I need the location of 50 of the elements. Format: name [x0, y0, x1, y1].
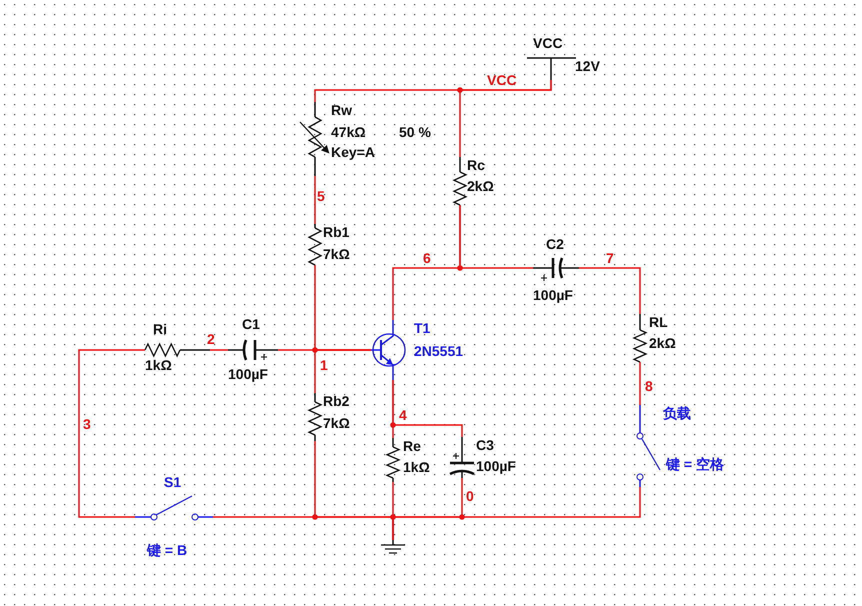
wire [459, 80, 552, 157]
node-number: 6 [423, 250, 431, 266]
wire [392, 487, 641, 540]
capacitance-value: 100µF [533, 287, 573, 303]
wire [314, 349, 371, 393]
resistance-value: 47kΩ [331, 124, 366, 140]
component-label: S1 [164, 474, 182, 490]
component-label: T1 [414, 320, 430, 336]
node-number: 1 [320, 357, 328, 373]
wire [314, 176, 316, 224]
resistance-value: 2kΩ [467, 178, 494, 194]
component-label: Rb1 [323, 224, 350, 240]
capacitance-value: 100µF [476, 458, 516, 474]
node-number: 5 [317, 188, 325, 204]
component-label: Rw [331, 102, 352, 118]
resistance-value: 2kΩ [649, 335, 676, 351]
component-label: Rc [467, 157, 485, 173]
resistance-value: 7kΩ [323, 415, 350, 431]
wire [210, 349, 228, 351]
key-label: Key=A [331, 144, 375, 160]
wire [459, 205, 533, 269]
component-label: C3 [476, 437, 494, 453]
component-label: RL [649, 314, 668, 330]
node-number: 3 [83, 416, 91, 432]
component-label: Ri [153, 321, 167, 337]
key-label: 键 = B [147, 542, 188, 558]
component-label: C2 [546, 236, 564, 252]
part-number: 2N5551 [414, 343, 464, 359]
node-number: 7 [606, 250, 614, 266]
component-label: C1 [242, 316, 260, 332]
wire [639, 362, 641, 405]
wire [392, 380, 463, 437]
component-label: Re [403, 438, 421, 454]
setting-value: 50 % [399, 124, 431, 140]
capacitance-value: 100µF [228, 366, 268, 382]
resistance-value: 1kΩ [145, 357, 172, 373]
wire [78, 349, 145, 518]
net-label: VCC [487, 72, 517, 88]
resistance-value: 1kΩ [403, 459, 430, 475]
component-label: Rb2 [323, 393, 350, 409]
resistance-value: 7kΩ [323, 246, 350, 262]
key-label: 键 = 空格 [666, 456, 724, 472]
switch-caption: 负载 [663, 405, 691, 421]
node-number: 2 [207, 331, 215, 347]
node-number: 8 [645, 378, 653, 394]
node-number: 0 [466, 488, 474, 504]
wire [579, 267, 641, 314]
node-number: 4 [399, 407, 407, 423]
voltage-value: 12V [575, 58, 600, 74]
supply-label: VCC [533, 35, 563, 51]
